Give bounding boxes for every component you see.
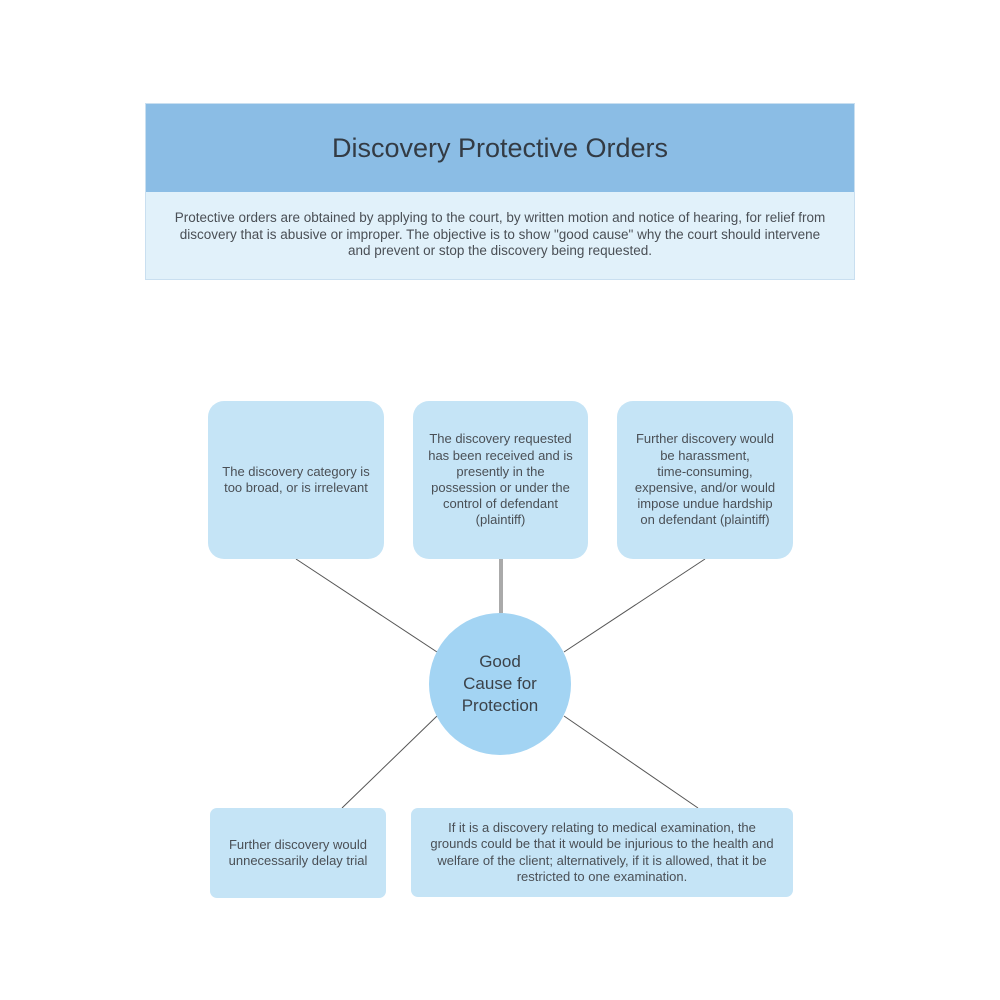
title-band: Discovery Protective Orders — [146, 104, 854, 192]
node-label: Further discovery would unnecessarily de… — [228, 836, 368, 868]
node-label: The discovery category is too broad, or … — [222, 463, 370, 495]
node-label: If it is a discovery relating to medical… — [430, 820, 774, 884]
node-harassment: Further discovery would be harassment, t… — [617, 401, 793, 559]
page-description: Protective orders are obtained by applyi… — [174, 210, 826, 258]
description-band: Protective orders are obtained by applyi… — [146, 192, 854, 279]
center-label: Good Cause for Protection — [461, 652, 539, 715]
header-panel: Discovery Protective Orders Protective o… — [145, 103, 855, 280]
node-already-received: The discovery requested has been receive… — [413, 401, 588, 559]
node-label: The discovery requested has been receive… — [428, 431, 573, 528]
node-too-broad: The discovery category is too broad, or … — [208, 401, 384, 559]
connector-line — [341, 715, 438, 809]
center-node: Good Cause for Protection — [429, 613, 571, 755]
connector-line — [295, 558, 438, 653]
node-delay-trial: Further discovery would unnecessarily de… — [210, 808, 386, 898]
page-title: Discovery Protective Orders — [331, 132, 669, 163]
connector-line — [563, 715, 699, 809]
node-label: Further discovery would be harassment, t… — [634, 431, 776, 528]
node-medical-examination: If it is a discovery relating to medical… — [411, 808, 793, 897]
connector-line — [563, 558, 706, 653]
